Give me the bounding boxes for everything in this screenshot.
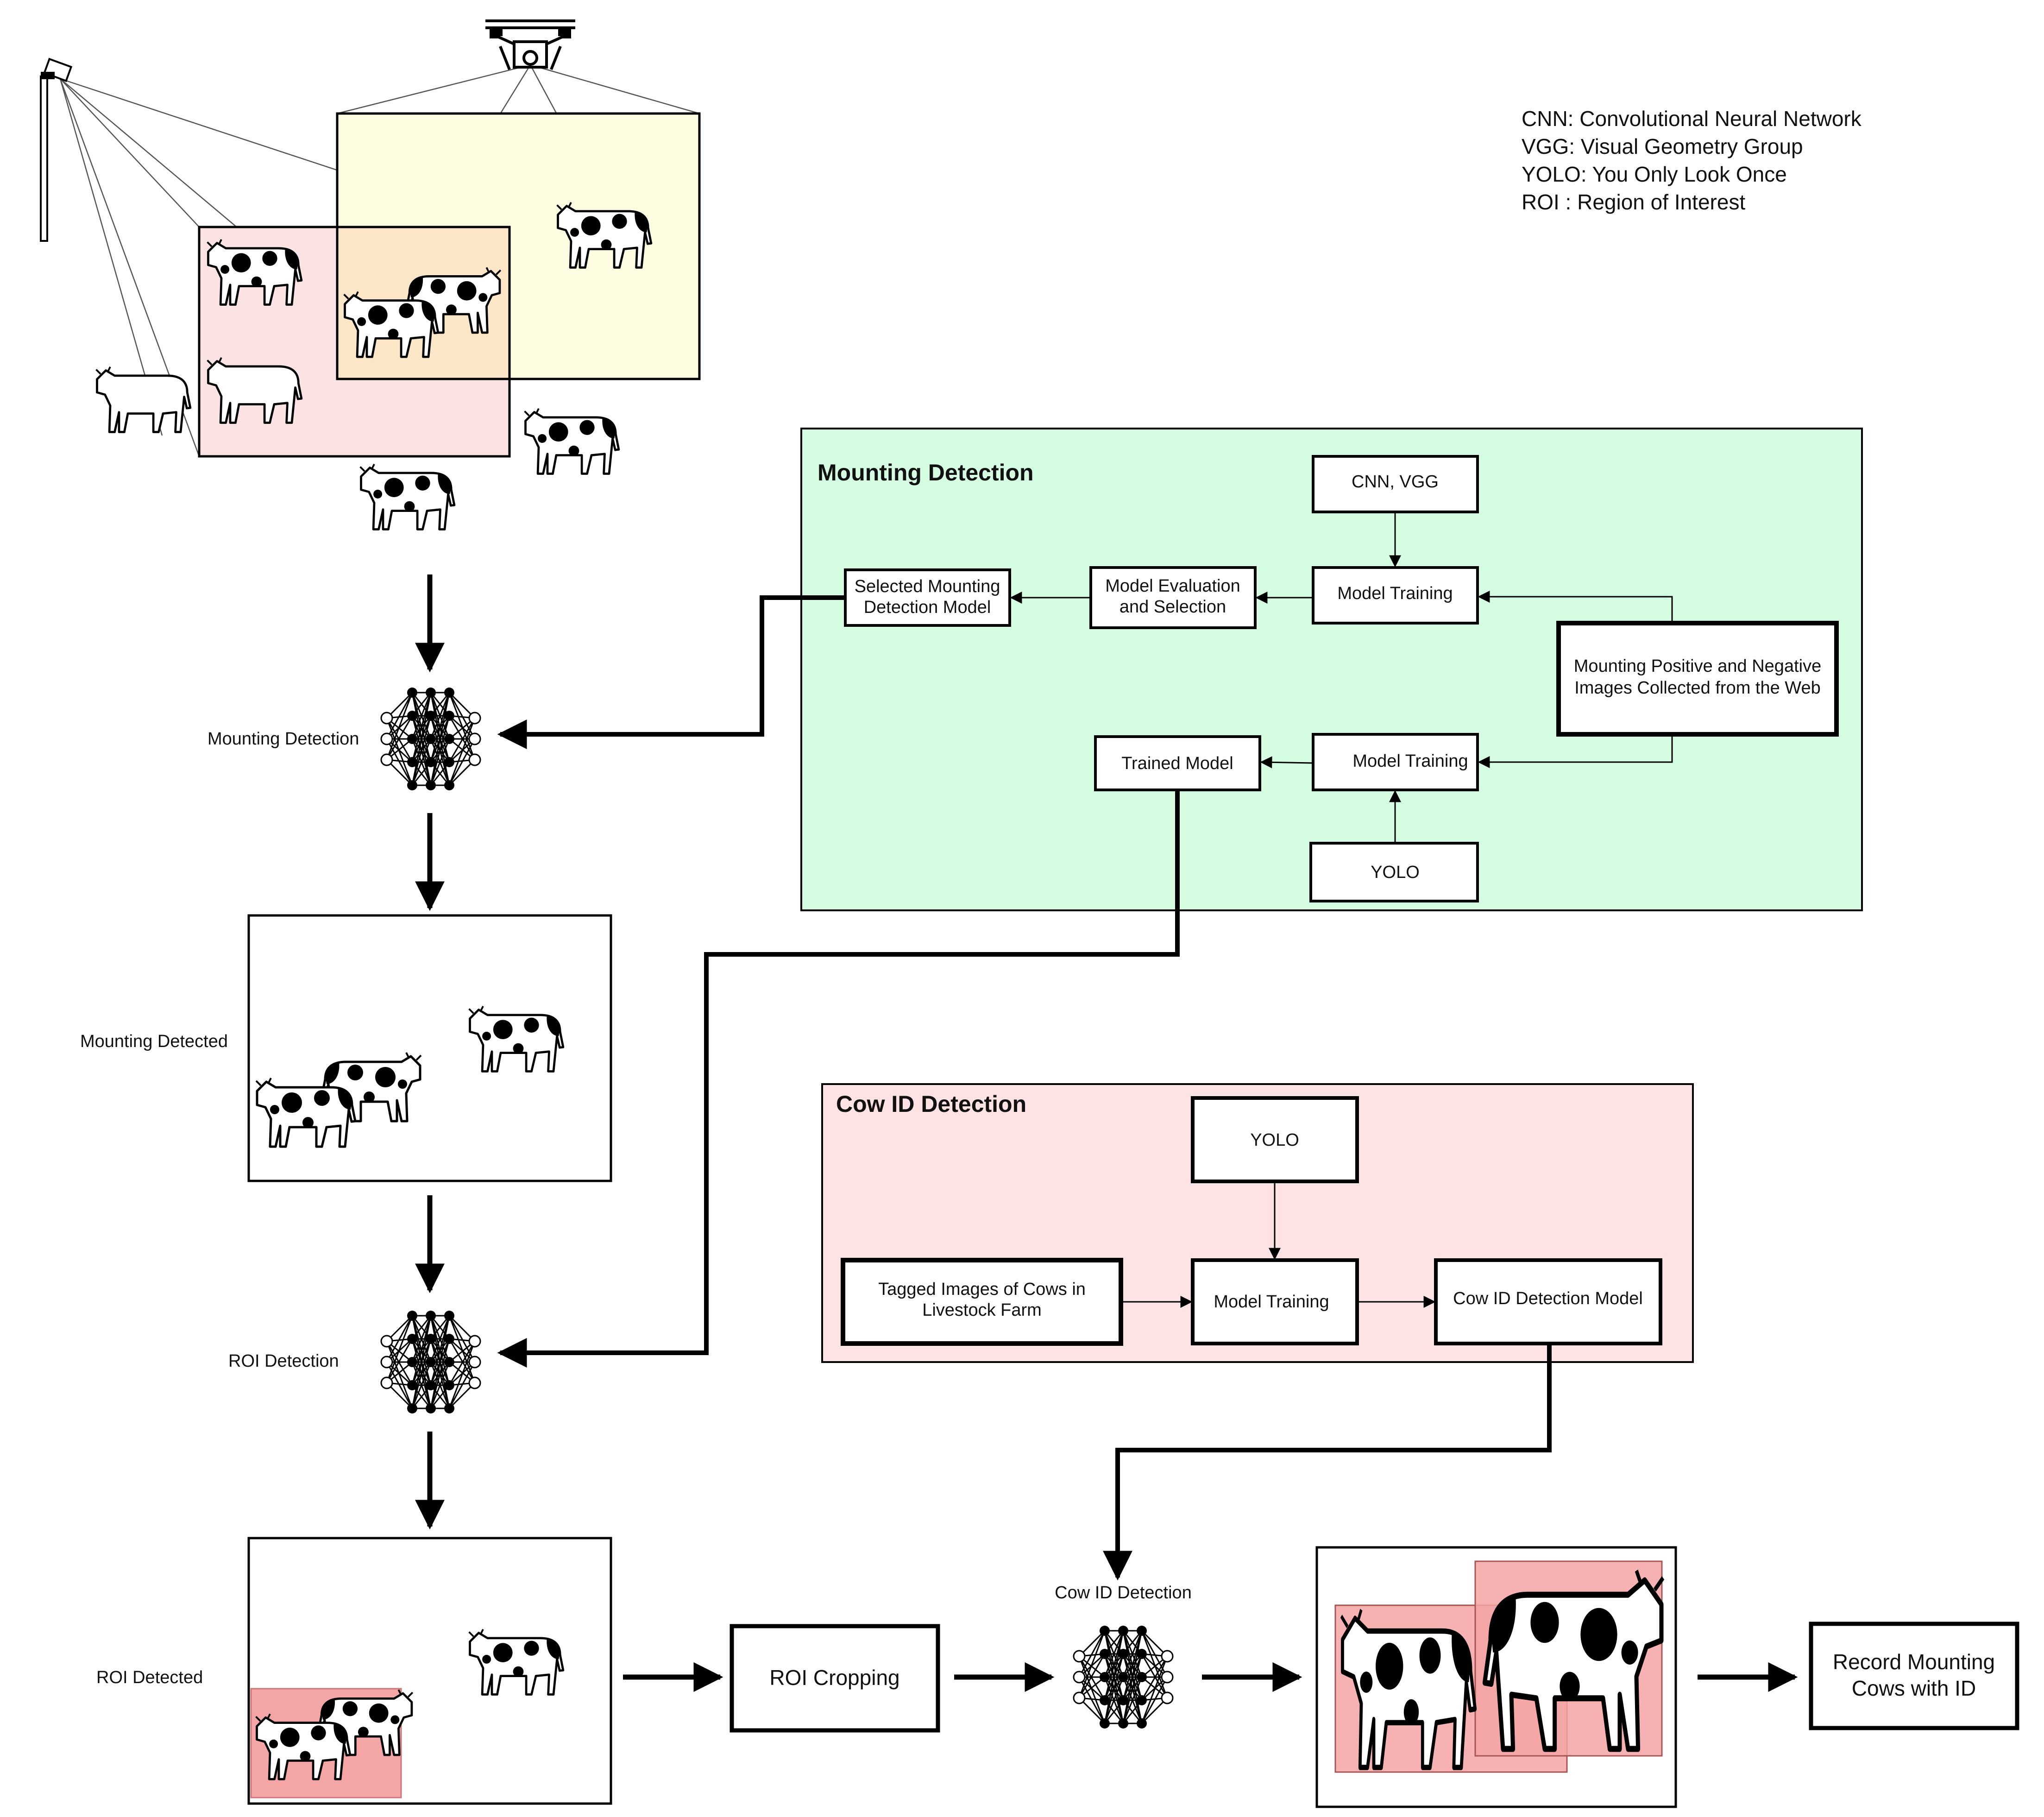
- record-label-line2: Cows with ID: [1852, 1676, 1976, 1700]
- roi-cropping-box: [730, 1624, 940, 1733]
- label-mounting-detected: Mounting Detected: [80, 1032, 228, 1051]
- legend-roi: ROI : Region of Interest: [1522, 190, 1745, 214]
- record-box: [1809, 1621, 2019, 1730]
- legend-yolo: YOLO: You Only Look Once: [1522, 162, 1787, 186]
- tagged-images-line1: Tagged Images of Cows in: [878, 1280, 1086, 1299]
- model-training-bottom-box: [1312, 733, 1479, 791]
- pole-camera-icon: [40, 57, 73, 242]
- cow-id-detection-panel: Cow ID Detection YOLO Tagged Images of C…: [821, 1083, 1694, 1363]
- yolo-label-cowid: YOLO: [1250, 1130, 1299, 1150]
- connector-cowid-model-to-network: [1103, 1344, 1552, 1581]
- legend-cnn: CNN: Convolutional Neural Network: [1522, 107, 1862, 131]
- model-training-bottom-label: Model Training: [1352, 751, 1468, 771]
- roi-cropping-label: ROI Cropping: [769, 1666, 899, 1690]
- arrow-web-to-training-bottom: [1478, 734, 1673, 768]
- bottom-pipeline: ROI Cropping Cow ID Detection Record Mou…: [623, 1546, 2019, 1808]
- cowid-panel-title: Cow ID Detection: [836, 1091, 1026, 1117]
- cnn-vgg-box: [1312, 455, 1479, 513]
- mounting-detection-panel: Mounting Detection CNN, VGG Model Traini…: [800, 428, 1863, 911]
- web-images-box: [1556, 621, 1839, 737]
- arrow-training-to-trained: [1260, 756, 1314, 769]
- yolo-label-mounting: YOLO: [1371, 863, 1420, 882]
- legend: CNN: Convolutional Neural Network VGG: V…: [1522, 107, 1862, 214]
- label-roi-detected: ROI Detected: [96, 1668, 203, 1687]
- cow-id-network-icon: [1073, 1625, 1174, 1729]
- cowid-model-box: [1434, 1258, 1662, 1345]
- cowid-model-label: Cow ID Detection Model: [1453, 1289, 1643, 1308]
- trained-model-label: Trained Model: [1121, 754, 1233, 773]
- label-roi-detection: ROI Detection: [228, 1351, 339, 1371]
- selected-model-line1: Selected Mounting: [855, 577, 1000, 596]
- drone-icon: [485, 19, 575, 70]
- arrow-web-to-training-top: [1478, 591, 1673, 623]
- tagged-images-line2: Livestock Farm: [922, 1300, 1042, 1320]
- yolo-box-cowid: [1191, 1096, 1359, 1183]
- farm-scene: [40, 19, 701, 530]
- connector-trained-model-to-roi-detection: [497, 790, 1180, 1368]
- model-training-top-box: [1312, 566, 1479, 625]
- yolo-box-mounting: [1309, 842, 1479, 902]
- roi-detection-network-icon: [380, 1310, 481, 1414]
- label-mounting-detection: Mounting Detection: [208, 729, 359, 749]
- cow-icon: [360, 464, 454, 530]
- cow-icon: [525, 409, 619, 474]
- web-images-line2: Images Collected from the Web: [1574, 678, 1821, 698]
- legend-vgg: VGG: Visual Geometry Group: [1522, 134, 1803, 158]
- model-eval-line2: and Selection: [1119, 597, 1226, 617]
- label-cow-id-detection: Cow ID Detection: [1055, 1583, 1192, 1602]
- model-eval-line1: Model Evaluation: [1105, 576, 1240, 596]
- model-training-top-label: Model Training: [1337, 584, 1453, 603]
- model-evaluation-box: [1089, 566, 1257, 629]
- left-pipeline: Mounting Detection Mounting Detected ROI…: [80, 574, 612, 1805]
- mounting-detection-network-icon: [380, 687, 481, 791]
- cnn-vgg-label: CNN, VGG: [1352, 472, 1439, 492]
- cow-icon: [96, 367, 190, 432]
- selected-model-box: [844, 568, 1011, 627]
- record-label-line1: Record Mounting: [1833, 1650, 1995, 1674]
- mounting-panel-title: Mounting Detection: [818, 460, 1034, 486]
- web-images-line1: Mounting Positive and Negative: [1574, 656, 1821, 676]
- selected-model-line2: Detection Model: [864, 598, 991, 617]
- connector-selected-model-to-mounting-detection: [497, 595, 845, 749]
- cowid-model-training-label: Model Training: [1214, 1292, 1329, 1312]
- tagged-images-box: [841, 1258, 1123, 1346]
